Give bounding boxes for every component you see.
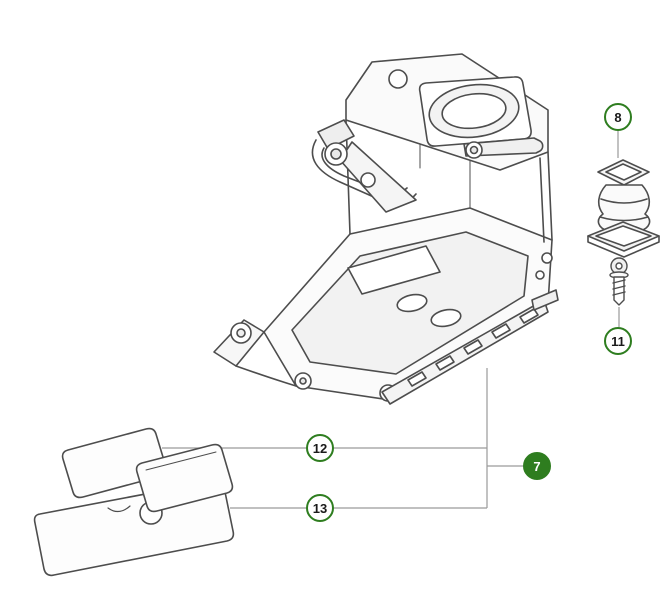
callout-13-label: 13 bbox=[312, 500, 328, 516]
callout-7[interactable]: 7 bbox=[523, 452, 551, 480]
chassis-assembly-art bbox=[213, 53, 559, 405]
leader-lines bbox=[162, 131, 620, 509]
callout-13[interactable]: 13 bbox=[306, 494, 334, 522]
callout-8-label: 8 bbox=[614, 109, 622, 125]
callout-11-label: 11 bbox=[611, 333, 625, 349]
plate-13-art bbox=[33, 443, 235, 577]
callout-7-label: 7 bbox=[533, 458, 541, 474]
callout-12[interactable]: 12 bbox=[306, 434, 334, 462]
callout-8[interactable]: 8 bbox=[604, 103, 632, 131]
callout-11[interactable]: 11 bbox=[604, 327, 632, 355]
anti-vibration-mount-art bbox=[587, 159, 660, 258]
screw-art bbox=[609, 257, 629, 306]
callout-12-label: 12 bbox=[312, 440, 328, 456]
